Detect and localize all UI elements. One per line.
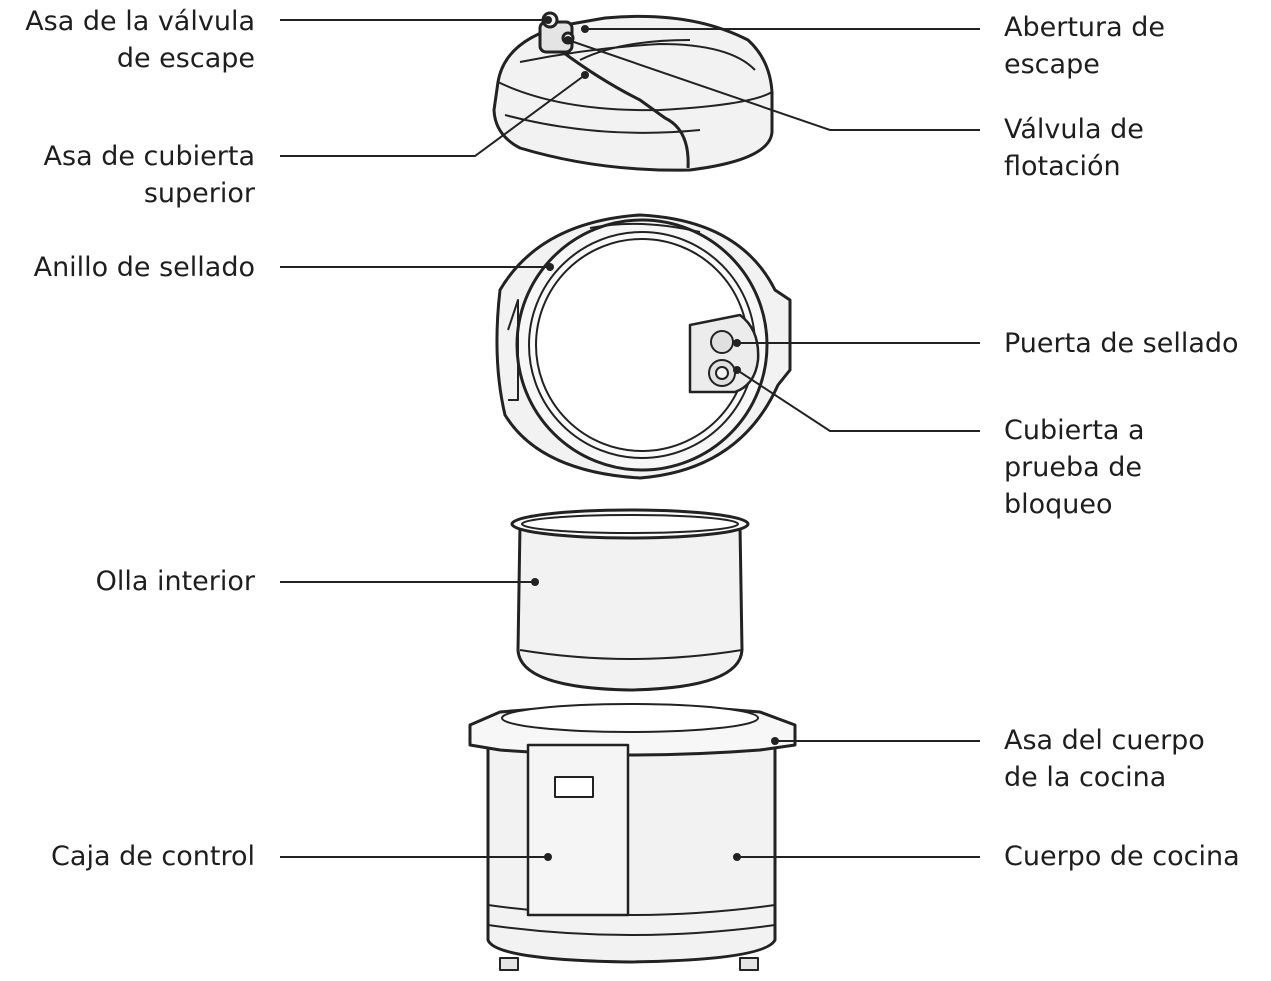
label-steam-opening: Abertura de escape <box>1004 9 1165 83</box>
label-line: Puerta de sellado <box>1004 328 1239 359</box>
label-line: superior <box>143 178 255 209</box>
label-line: flotación <box>1004 151 1121 182</box>
label-line: Anillo de sellado <box>33 252 255 283</box>
label-line: prueba de <box>1004 452 1142 483</box>
label-line: Abertura de <box>1004 12 1165 43</box>
lid-illustration <box>492 11 774 172</box>
label-line: de escape <box>116 43 255 74</box>
label-sealing-door: Puerta de sellado <box>1004 325 1239 362</box>
label-inner-pot: Olla interior <box>96 563 255 600</box>
label-line: Cuerpo de cocina <box>1004 841 1240 872</box>
label-line: Válvula de <box>1004 114 1144 145</box>
label-line: de la cocina <box>1004 762 1167 793</box>
label-top-lid-handle: Asa de cubierta superior <box>44 138 255 212</box>
cooker-body-illustration <box>468 703 797 971</box>
label-line: Cubierta a <box>1004 415 1145 446</box>
leader-lines <box>280 19 980 858</box>
label-line: Asa de la válvula <box>25 6 255 37</box>
label-body-handle: Asa del cuerpo de la cocina <box>1004 722 1205 796</box>
label-line: escape <box>1004 49 1100 80</box>
label-cooker-body: Cuerpo de cocina <box>1004 838 1240 875</box>
label-control-box: Caja de control <box>51 838 255 875</box>
label-float-valve: Válvula de flotación <box>1004 111 1144 185</box>
label-valve-handle: Asa de la válvula de escape <box>25 3 255 77</box>
label-line: Asa del cuerpo <box>1004 725 1205 756</box>
label-line: Asa de cubierta <box>43 141 255 172</box>
label-line: Caja de control <box>51 841 255 872</box>
sealing-ring-illustration <box>495 213 792 480</box>
label-anti-block-cover: Cubierta a prueba de bloqueo <box>1004 412 1145 523</box>
label-line: bloqueo <box>1004 489 1113 520</box>
label-sealing-ring: Anillo de sellado <box>34 249 255 286</box>
label-line: Olla interior <box>95 566 255 597</box>
inner-pot-illustration <box>510 508 750 692</box>
leader-dots <box>531 16 779 861</box>
